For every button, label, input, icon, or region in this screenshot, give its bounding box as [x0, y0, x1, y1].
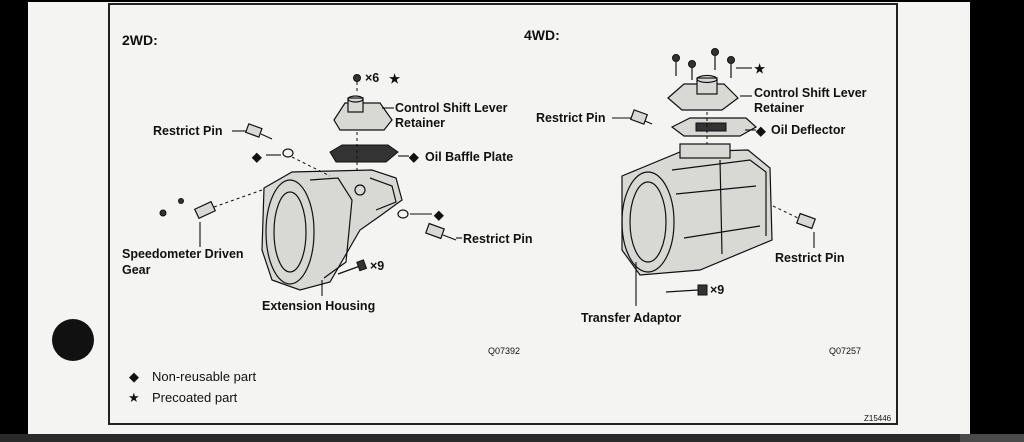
- legend-precoated: Precoated part: [152, 390, 238, 405]
- restrict-pin-label-4wd-right: Restrict Pin: [775, 251, 844, 265]
- speedometer-label-2: Gear: [122, 263, 151, 277]
- star-2wd-icon: ★: [389, 72, 401, 86]
- oil-deflector: [670, 117, 758, 137]
- legend-non-reusable: Non-reusable part: [152, 369, 256, 384]
- bottom-strip-end: [960, 434, 1024, 442]
- control-shift-retainer-2wd: [333, 95, 393, 131]
- extension-housing-label: Extension Housing: [262, 299, 375, 313]
- bottom-scroll-strip: [0, 434, 1024, 442]
- diagram-frame: [108, 3, 898, 425]
- oil-baffle-label: Oil Baffle Plate: [425, 150, 513, 164]
- bolt-count-4wd: ×9: [710, 283, 724, 297]
- legend-star-icon: ★: [128, 390, 140, 405]
- star-4wd-icon: ★: [754, 62, 766, 76]
- speedometer-label-1: Speedometer Driven: [122, 247, 244, 261]
- figure-code-2wd: Q07392: [488, 346, 520, 356]
- restrict-pin-2wd-top: [244, 123, 273, 140]
- transfer-adaptor-label: Transfer Adaptor: [581, 311, 681, 325]
- title-4wd: 4WD:: [524, 27, 560, 43]
- gasket-2wd: [282, 148, 294, 158]
- restrict-pin-2wd-right: [425, 222, 457, 241]
- retainer-bolts-4wd: [672, 48, 735, 80]
- housing-bolt-2wd: [337, 259, 368, 275]
- figure-code-4wd: Q07257: [829, 346, 861, 356]
- diamond-baffle-icon: ◆: [408, 150, 420, 164]
- gasket-2wd-right: [397, 209, 409, 219]
- control-shift-label-4wd-1: Control Shift Lever: [754, 86, 867, 100]
- legend-diamond-icon: ◆: [129, 369, 139, 384]
- restrict-pin-4wd-right: [796, 212, 816, 230]
- oil-baffle-plate: [329, 144, 399, 163]
- transfer-adaptor: [621, 143, 773, 276]
- diamond-2wd-right-icon: ◆: [433, 208, 445, 222]
- restrict-pin-label-2wd-right: Restrict Pin: [463, 232, 532, 246]
- diamond-deflector-icon: ◆: [755, 124, 767, 138]
- control-shift-label-4wd-2: Retainer: [754, 101, 804, 115]
- page-code: Z15446: [864, 414, 892, 423]
- restrict-pin-label-2wd-top: Restrict Pin: [153, 124, 222, 138]
- retainer-bolt-2wd: [353, 74, 361, 92]
- oil-deflector-label: Oil Deflector: [771, 123, 845, 137]
- bolt-count-housing-2wd: ×9: [370, 259, 384, 273]
- control-shift-label-2wd-1: Control Shift Lever: [395, 101, 508, 115]
- title-2wd: 2WD:: [122, 32, 158, 48]
- control-shift-retainer-4wd: [667, 74, 739, 111]
- restrict-pin-4wd-left: [629, 109, 653, 125]
- bullet-dot-icon: [52, 319, 94, 361]
- restrict-pin-label-4wd-left: Restrict Pin: [536, 111, 605, 125]
- diamond-2wd-gasket-icon: ◆: [251, 150, 263, 164]
- housing-bolt-4wd: [665, 284, 708, 296]
- bolt-count-2wd: ×6: [365, 71, 379, 85]
- extension-housing: [261, 169, 403, 291]
- speedometer-driven-gear: [159, 198, 217, 220]
- control-shift-label-2wd-2: Retainer: [395, 116, 445, 130]
